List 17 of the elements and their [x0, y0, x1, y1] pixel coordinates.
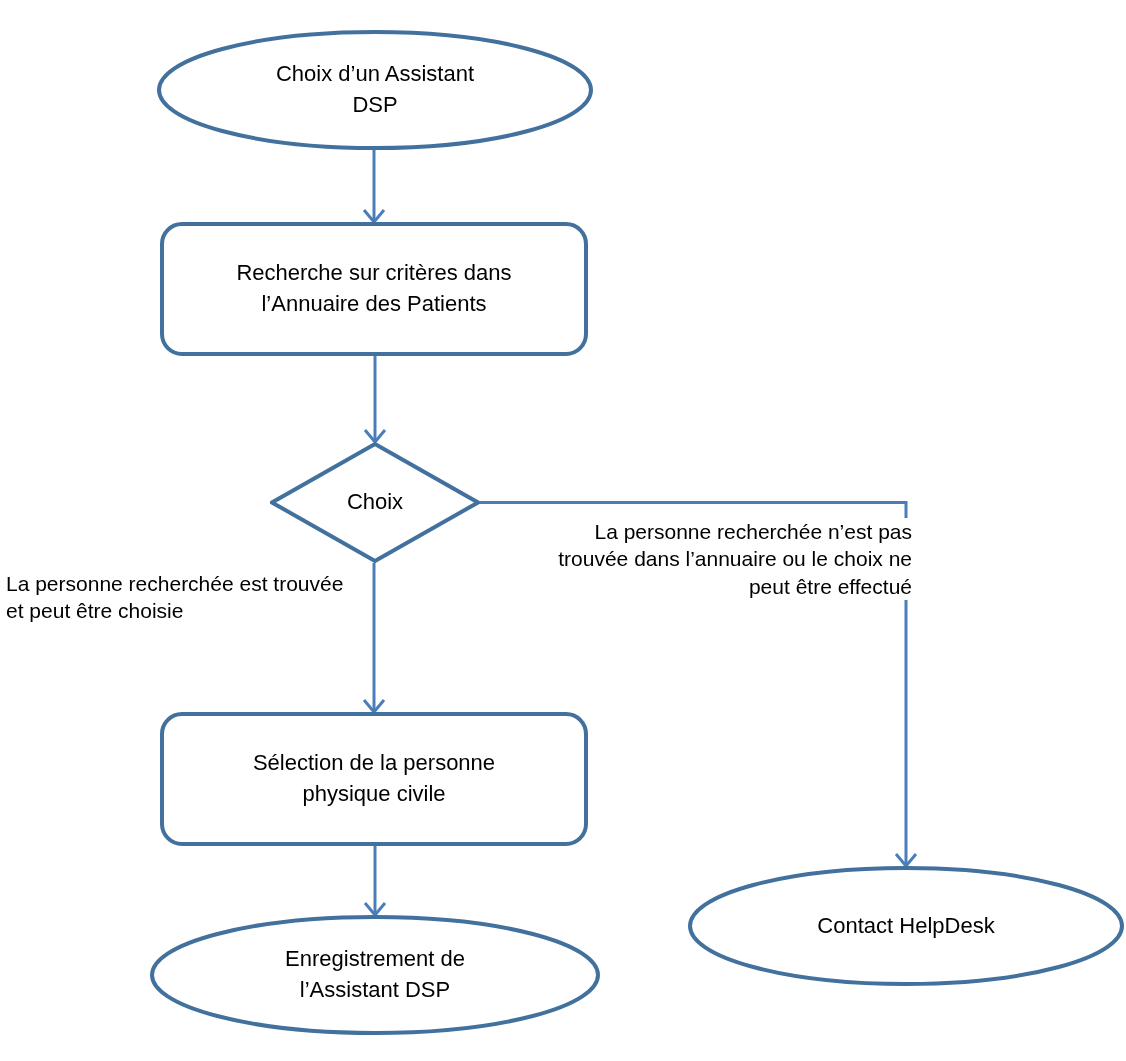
arrow — [363, 846, 387, 917]
node-text: Sélection de la personne physique civile — [251, 749, 497, 808]
terminal-ellipse — [150, 915, 600, 1035]
arrow — [362, 150, 386, 224]
process-box — [160, 222, 588, 356]
terminal-ellipse — [157, 30, 593, 150]
node-text: Choix d’un Assistant DSP — [274, 60, 476, 119]
node-text: Enregistrement de l’Assistant DSP — [284, 945, 466, 1004]
terminal-ellipse — [688, 866, 1124, 986]
process-box — [160, 712, 588, 846]
node-text: Recherche sur critères dans l’Annuaire des Patients — [235, 259, 513, 318]
node-text: Choix — [345, 488, 405, 517]
arrow — [480, 501, 918, 868]
decision-diamond — [270, 442, 480, 563]
arrow — [362, 563, 386, 714]
node-text: Contact HelpDesk — [816, 911, 996, 940]
arrow — [363, 356, 387, 444]
